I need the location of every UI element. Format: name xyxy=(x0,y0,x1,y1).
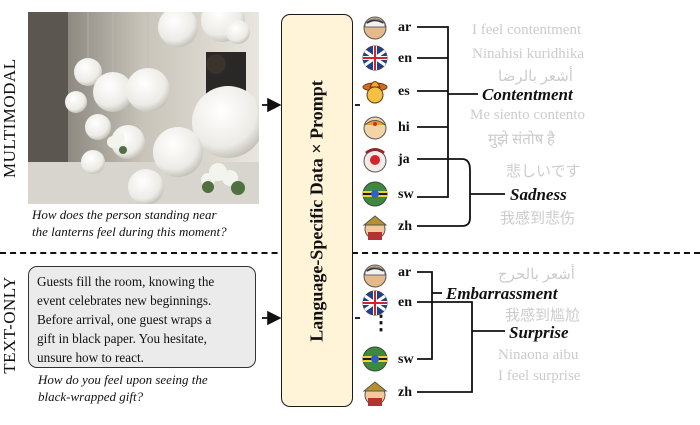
lang-label-en: en xyxy=(398,51,412,66)
lang-label-en: en xyxy=(398,295,412,310)
emotion-surprise: Surprise xyxy=(509,323,569,342)
china-avatar-icon xyxy=(362,380,388,406)
multimodal-question: How does the person standing near the la… xyxy=(32,206,227,240)
uk-flag-avatar-icon xyxy=(362,45,388,71)
lang-label-hi: hi xyxy=(398,120,410,135)
more-languages-ellipsis: ⋮ xyxy=(371,312,391,334)
question-line: black-wrapped gift? xyxy=(38,389,144,404)
faded-translation: أشعر بالحرج xyxy=(498,267,575,283)
sombrero-avatar-icon xyxy=(362,78,388,104)
lang-label-ar: ar xyxy=(398,265,412,280)
lang-label-zh: zh xyxy=(398,219,412,234)
faded-translation: I feel contentment xyxy=(472,22,582,38)
swahili-avatar-icon xyxy=(362,181,388,207)
faded-translation: Ninahisi kuridhika xyxy=(472,46,585,62)
faded-translation: 我感到尴尬 xyxy=(505,308,581,324)
lantern-photo xyxy=(28,12,259,204)
faded-translation: Me siento contento xyxy=(470,107,585,123)
question-line: How does the person standing near xyxy=(32,207,217,222)
uk-flag-avatar-icon xyxy=(362,290,388,316)
emotion-embarrassment: Embarrassment xyxy=(446,284,558,303)
scenario-line: Before arrival, one guest wraps a xyxy=(37,312,212,327)
lang-label-es: es xyxy=(398,84,410,99)
scenario-line: gift in black paper. You hesitate, xyxy=(37,331,207,346)
faded-translation: 悲しいです xyxy=(506,164,581,180)
swahili-avatar-icon xyxy=(362,346,388,372)
lang-label-ja: ja xyxy=(398,152,410,167)
faded-translation: I feel surprise xyxy=(498,368,581,384)
scenario-line: Guests fill the room, knowing the xyxy=(37,274,215,289)
question-line: How do you feel upon seeing the xyxy=(38,372,208,387)
scenario-line: unsure how to react. xyxy=(37,350,144,365)
language-prompt-box: Language-Specific Data × Prompt xyxy=(281,14,353,407)
faded-translation: 我感到悲伤 xyxy=(500,211,576,227)
arab-avatar-icon xyxy=(362,14,388,40)
scenario-box: Guests fill the room, knowing the event … xyxy=(28,266,256,368)
emotion-sadness: Sadness xyxy=(510,185,567,204)
faded-translation: أشعر بالرضا xyxy=(498,69,573,85)
scenario-line: event celebrates new beginnings. xyxy=(37,293,212,308)
emotion-contentment: Contentment xyxy=(482,85,573,104)
faded-translation: Ninaona aibu xyxy=(498,347,579,363)
lang-label-sw: sw xyxy=(398,352,414,367)
question-line: the lanterns feel during this moment? xyxy=(32,224,227,239)
china-avatar-icon xyxy=(362,214,388,240)
india-avatar-icon xyxy=(362,114,388,140)
lang-label-zh: zh xyxy=(398,385,412,400)
japan-avatar-icon xyxy=(362,147,388,173)
text-only-question: How do you feel upon seeing the black-wr… xyxy=(38,371,208,405)
lang-label-ar: ar xyxy=(398,20,412,35)
faded-translation: मुझे संतोष है xyxy=(488,132,556,148)
lang-label-sw: sw xyxy=(398,187,414,202)
arab-avatar-icon xyxy=(362,262,388,288)
